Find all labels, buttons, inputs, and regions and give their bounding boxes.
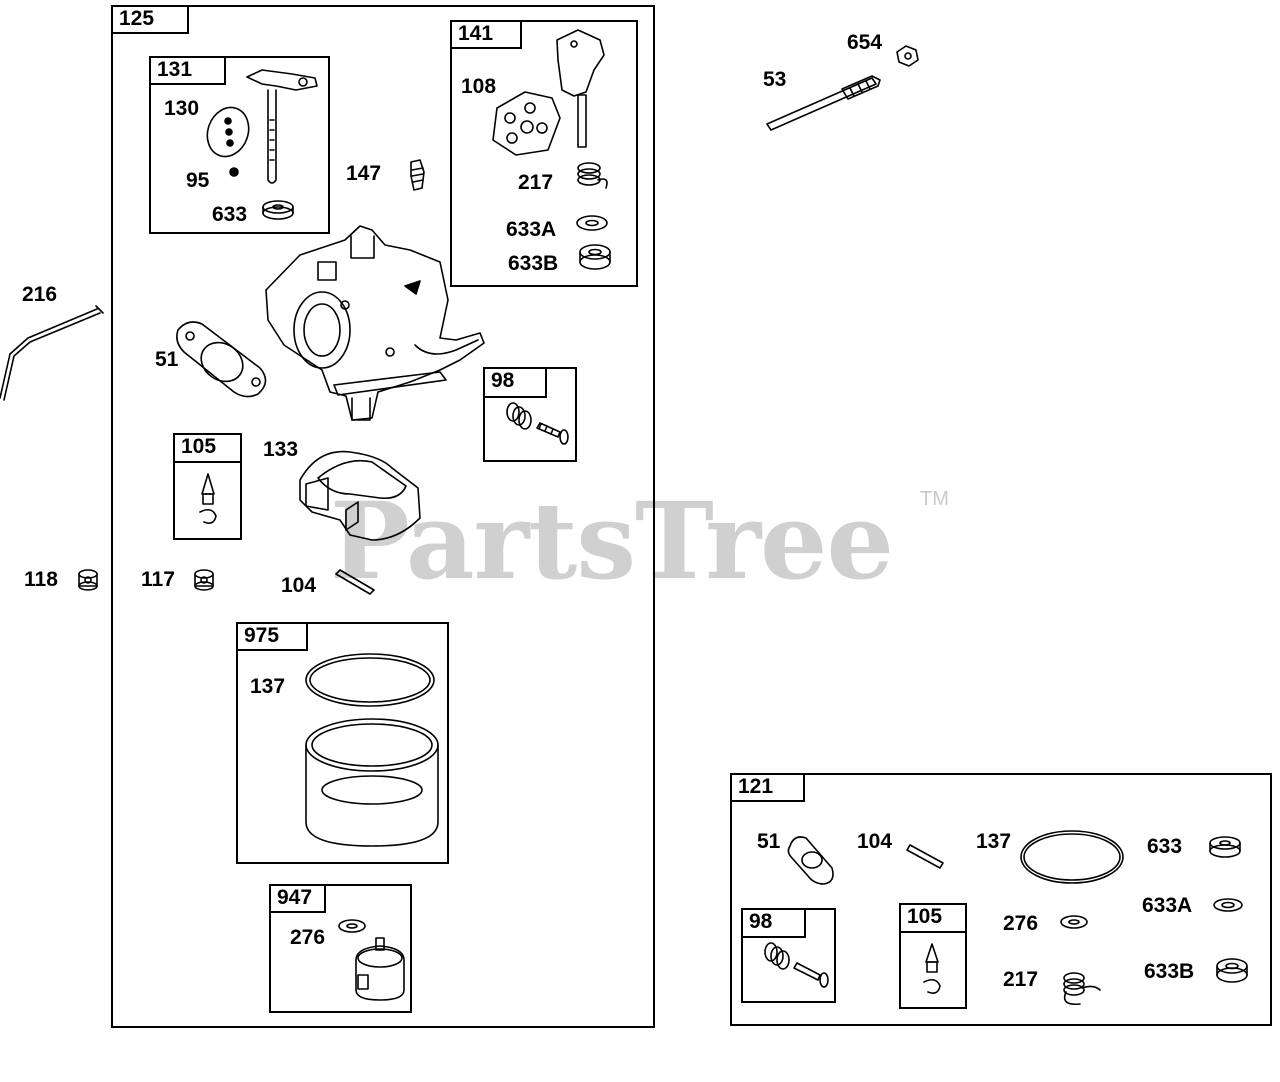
- o-ring-137-part: [306, 654, 434, 706]
- callout-137: 137: [250, 675, 286, 698]
- float-133-part: [300, 452, 420, 540]
- jet-118-part: [79, 570, 97, 590]
- group-tab-131: 131: [149, 56, 226, 85]
- washer-633-part: [263, 201, 293, 219]
- watermark-trademark: TM: [920, 488, 949, 510]
- choke-shaft-part: [247, 70, 317, 183]
- group-box-125: [111, 5, 655, 1028]
- washer-276-part: [339, 920, 365, 932]
- callout-130: 130: [164, 97, 200, 120]
- kit-callout-217: 217: [1003, 968, 1039, 991]
- kit-callout-633: 633: [1147, 835, 1183, 858]
- washer-633a-part: [577, 216, 607, 230]
- group-box-947: [269, 884, 412, 1013]
- group-tab-975: 975: [236, 622, 308, 651]
- group-tab-98-kit: 98: [741, 908, 806, 938]
- throttle-shaft-part: [557, 30, 604, 147]
- kit-pin-104-part: [907, 845, 943, 868]
- float-pin-104-part: [336, 570, 374, 594]
- group-tab-141: 141: [450, 20, 522, 49]
- watermark: PartsTree: [330, 478, 894, 603]
- jet-117-part: [195, 570, 213, 590]
- idle-spring-screw-part: [507, 403, 568, 444]
- gasket-51-part: [177, 322, 266, 397]
- group-tab-121: 121: [730, 773, 805, 802]
- shaft-53-part: [767, 76, 880, 130]
- callout-633a: 633A: [506, 218, 557, 241]
- callout-95: 95: [186, 169, 210, 192]
- kit-washer-633b-part: [1217, 959, 1247, 982]
- fuel-solenoid-part: [356, 938, 404, 1000]
- group-tab-947: 947: [269, 884, 326, 913]
- screw-147-part: [411, 160, 424, 190]
- kit-washer-276-part: [1061, 916, 1087, 928]
- callout-147: 147: [346, 162, 382, 185]
- nut-654-part: [897, 46, 918, 66]
- group-tab-125: 125: [111, 5, 189, 34]
- screw-95-part: [230, 168, 238, 176]
- callout-133: 133: [263, 438, 299, 461]
- callout-654: 654: [847, 31, 883, 54]
- group-tab-105-kit: 105: [899, 903, 967, 933]
- group-box-975: [236, 622, 449, 864]
- group-box-121: [730, 773, 1272, 1026]
- choke-plate-part: [201, 102, 256, 163]
- callout-104: 104: [281, 574, 317, 597]
- callout-51: 51: [155, 348, 179, 371]
- group-box-131: [149, 56, 330, 234]
- callout-633b: 633B: [508, 252, 559, 275]
- callout-216: 216: [22, 283, 58, 306]
- throttle-plate-part: [493, 92, 560, 155]
- kit-gasket-51-part: [788, 837, 833, 884]
- callout-108: 108: [461, 75, 497, 98]
- callout-217: 217: [518, 171, 554, 194]
- link-rod-216-part: [0, 306, 103, 400]
- kit-callout-276: 276: [1003, 912, 1039, 935]
- kit-washer-633a-part: [1214, 899, 1242, 911]
- callout-633: 633: [212, 203, 248, 226]
- group-box-141: [450, 20, 638, 287]
- washer-633b-part: [580, 245, 610, 269]
- carburetor-body-part: [266, 226, 484, 420]
- kit-callout-104: 104: [857, 830, 893, 853]
- inlet-needle-105-part: [200, 474, 216, 523]
- callout-118: 118: [24, 568, 58, 591]
- kit-spring-217-part: [1064, 973, 1100, 1004]
- group-tab-98: 98: [483, 367, 547, 398]
- float-bowl-part: [306, 719, 438, 846]
- kit-inlet-needle-105-part: [924, 944, 940, 993]
- kit-washer-633-part: [1210, 837, 1240, 857]
- spring-217-part: [578, 163, 607, 188]
- kit-idle-spring-screw-part: [765, 943, 828, 987]
- callout-53: 53: [763, 68, 787, 91]
- callout-276: 276: [290, 926, 326, 949]
- group-tab-105: 105: [173, 433, 242, 463]
- callout-117: 117: [141, 568, 175, 591]
- kit-callout-51: 51: [757, 830, 781, 853]
- kit-callout-633b: 633B: [1144, 960, 1195, 983]
- kit-o-ring-137-part: [1021, 831, 1123, 883]
- kit-callout-137: 137: [976, 830, 1012, 853]
- kit-callout-633a: 633A: [1142, 894, 1193, 917]
